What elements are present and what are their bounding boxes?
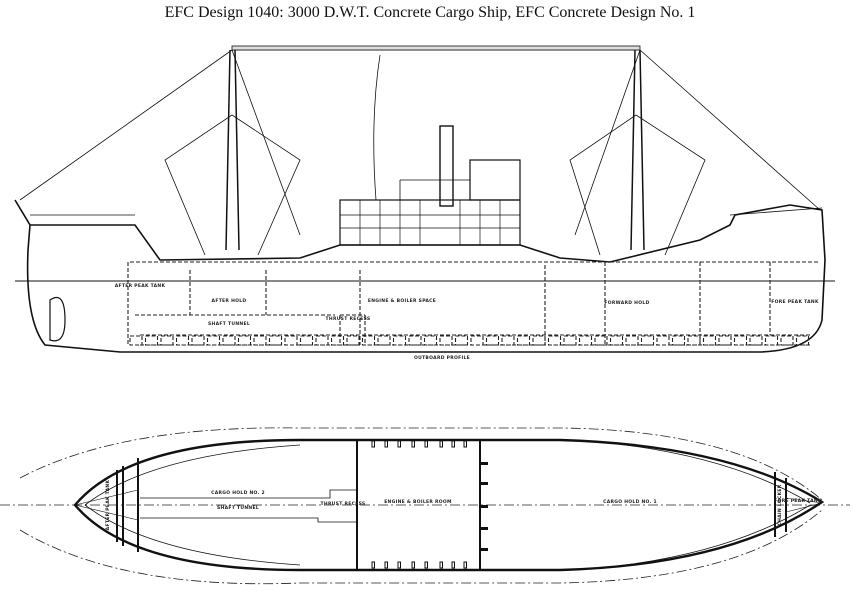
double-bottom-cell: [377, 335, 391, 346]
rigging: [19, 45, 821, 256]
bollard-mark: [439, 440, 443, 448]
plan-view: AFTER PEAK TANK CARGO HOLD NO. 2 SHAFT T…: [0, 427, 850, 585]
bulkhead-tab: [481, 482, 488, 485]
double-bottom-cell: [392, 335, 407, 346]
double-bottom-cell: [764, 335, 779, 346]
double-bottom-cell: [749, 335, 763, 346]
double-bottom-cell: [640, 335, 655, 346]
double-bottom-cell: [284, 335, 298, 346]
bollard-mark: [371, 561, 375, 569]
double-bottom-cell: [330, 335, 345, 346]
bollard-mark: [424, 561, 428, 569]
double-bottom-cell: [129, 335, 143, 346]
hatch-markers: [371, 440, 488, 570]
double-bottom-cell: [423, 335, 438, 346]
label-fore-peak-tank: FORE PEAK TANK: [771, 299, 819, 305]
double-bottom-cell: [516, 335, 531, 346]
double-bottom-cell: [454, 335, 469, 346]
bollard-mark: [424, 440, 428, 448]
label-plan-after-peak-tank: AFTER PEAK TANK: [105, 479, 111, 530]
bollard-mark: [451, 561, 455, 569]
double-bottom-cell: [780, 335, 794, 346]
outboard-profile: AFTER PEAK TANK AFTER HOLD SHAFT TUNNEL …: [14, 45, 835, 361]
double-bottom-cell: [625, 335, 639, 346]
label-chain-locker: CHAIN LOCKER: [777, 484, 783, 525]
label-cargo-hold-1: CARGO HOLD NO. 1: [603, 499, 657, 505]
plan-hull-outline: [73, 438, 825, 572]
double-bottom-cell: [532, 335, 546, 346]
double-bottom-cell: [299, 335, 314, 346]
double-bottom-cell: [547, 335, 562, 346]
bollard-mark: [411, 440, 415, 448]
bollard-mark: [384, 561, 388, 569]
bollard-mark: [384, 440, 388, 448]
double-bottom-cell: [237, 335, 252, 346]
double-bottom-cell: [563, 335, 577, 346]
double-bottom-cell: [687, 335, 701, 346]
double-bottom-cell: [594, 335, 608, 346]
label-cargo-hold-2: CARGO HOLD NO. 2: [211, 490, 265, 496]
label-thrust-recess: THRUST RECESS: [326, 316, 371, 322]
double-bottom-cell: [408, 335, 422, 346]
double-bottom-cell: [718, 335, 732, 346]
double-bottom-cell: [253, 335, 267, 346]
after-mast: [225, 49, 240, 251]
fore-mast: [630, 49, 645, 251]
bulkhead-tab: [481, 548, 488, 551]
bollard-mark: [463, 440, 467, 448]
label-engine-boiler-room: ENGINE & BOILER ROOM: [384, 499, 452, 505]
double-bottom-cell: [191, 335, 205, 346]
bollard-mark: [371, 440, 375, 448]
label-shaft-tunnel: SHAFT TUNNEL: [208, 321, 250, 327]
double-bottom-cell: [315, 335, 329, 346]
label-after-peak-tank: AFTER PEAK TANK: [115, 283, 166, 289]
bollard-mark: [439, 561, 443, 569]
double-bottom-cell: [206, 335, 221, 346]
double-bottom-cell: [361, 335, 376, 346]
label-forward-hold: FORWARD HOLD: [604, 300, 649, 306]
double-bottom-cell: [671, 335, 686, 346]
double-bottom-cell: [485, 335, 500, 346]
double-bottom-cell: [346, 335, 360, 346]
rudder-propeller: [49, 296, 66, 342]
double-bottom-cell: [175, 335, 190, 346]
label-engine-boiler-space: ENGINE & BOILER SPACE: [368, 298, 436, 304]
funnel: [439, 125, 454, 207]
bollard-mark: [397, 440, 401, 448]
bollard-mark: [397, 561, 401, 569]
double-bottom-cell: [733, 335, 748, 346]
label-plan-fore-peak-tank: FORE PEAK TANK: [774, 498, 822, 504]
double-bottom-cell: [470, 335, 484, 346]
double-bottom-cell: [439, 335, 453, 346]
bollard-mark: [451, 440, 455, 448]
bridge-superstructure: [339, 159, 521, 246]
double-bottom-cell: [702, 335, 717, 346]
bollard-mark: [463, 561, 467, 569]
double-bottom-cells: [129, 335, 810, 346]
double-bottom-cell: [222, 335, 236, 346]
bulkhead-tab: [481, 527, 488, 530]
double-bottom-cell: [160, 335, 174, 346]
double-bottom-cell: [144, 335, 159, 346]
profile-caption: OUTBOARD PROFILE: [414, 355, 470, 361]
label-after-hold: AFTER HOLD: [212, 298, 247, 304]
double-bottom-cell: [795, 335, 810, 346]
double-bottom-cell: [578, 335, 593, 346]
label-plan-thrust-recess: THRUST RECESS: [321, 501, 366, 507]
label-plan-shaft-tunnel: SHAFT TUNNEL: [217, 505, 259, 511]
double-bottom-cell: [609, 335, 624, 346]
double-bottom-cell: [268, 335, 283, 346]
drawing-title: EFC Design 1040: 3000 D.W.T. Concrete Ca…: [164, 4, 696, 21]
double-bottom-cell: [501, 335, 515, 346]
double-bottom-cell: [656, 335, 670, 346]
bulkhead-tab: [481, 505, 488, 508]
bollard-mark: [411, 561, 415, 569]
bulkhead-tab: [481, 462, 488, 465]
